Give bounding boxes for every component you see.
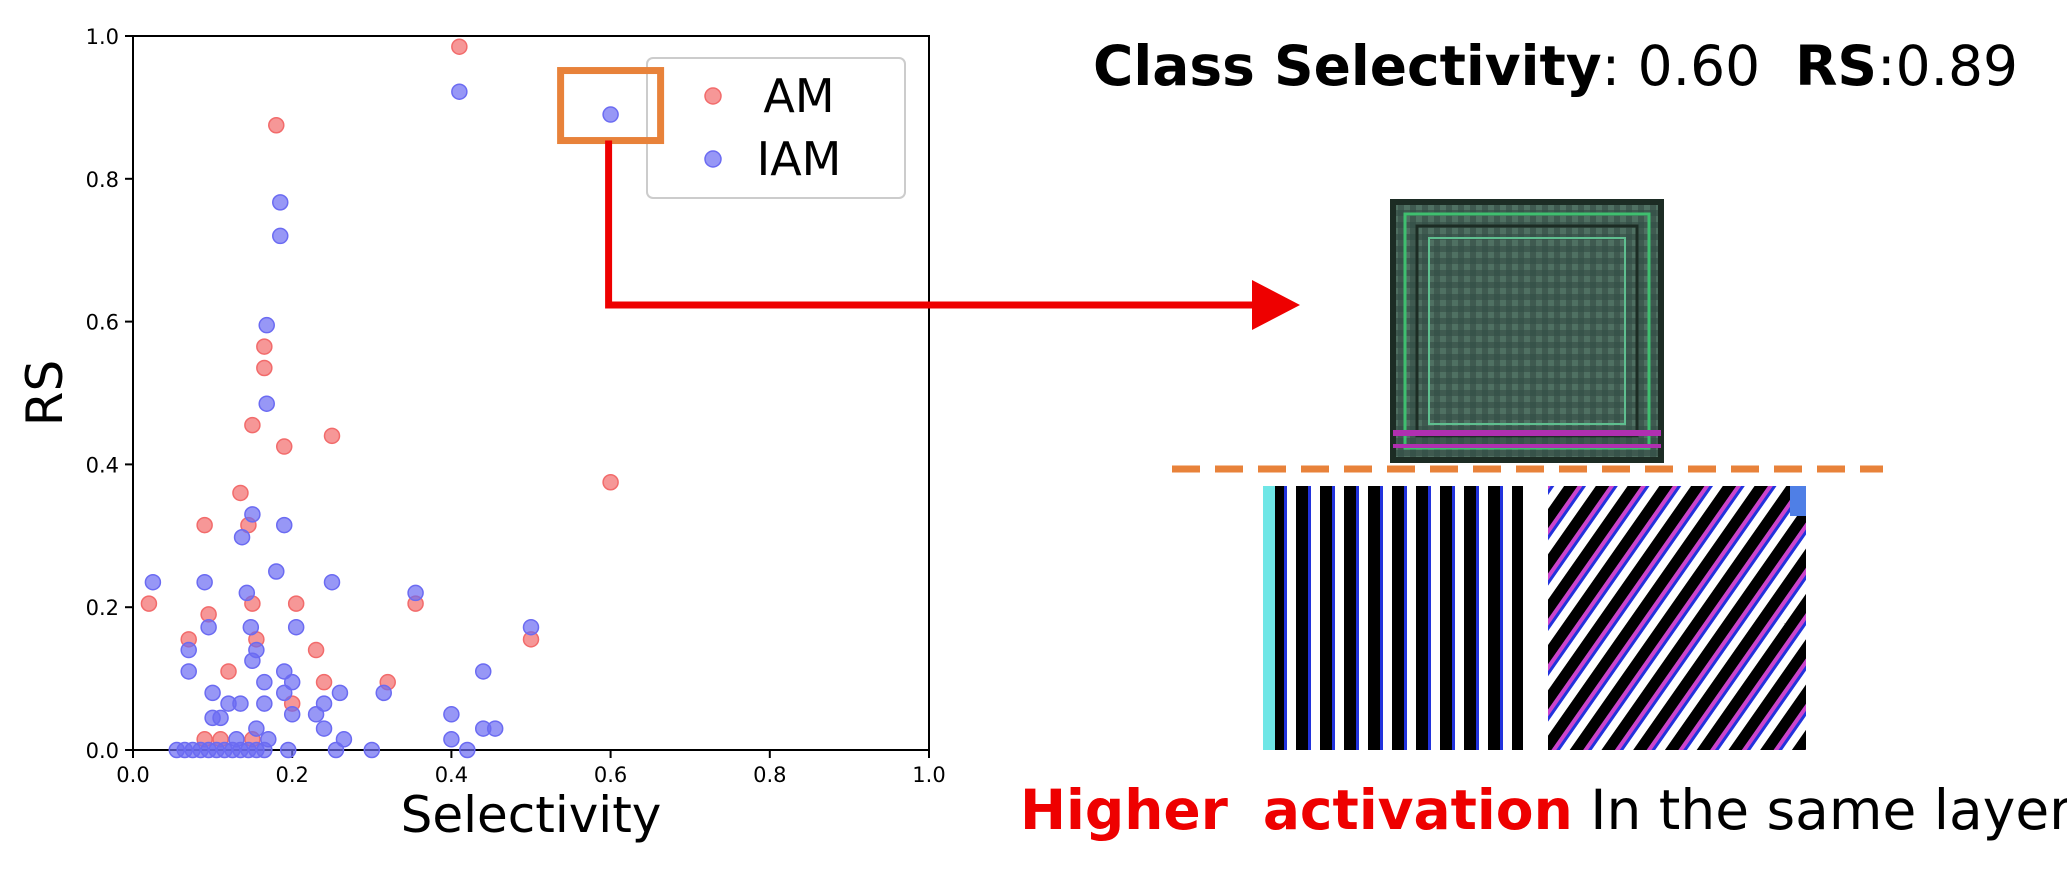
class-selectivity-value: : 0.60 <box>1601 34 1761 98</box>
y-tick-label: 0.0 <box>86 739 119 763</box>
point-iam <box>459 741 476 759</box>
point-iam <box>486 720 504 737</box>
scatter-chart: 0.0 0.2 0.4 0.6 0.8 1.0 0.0 0.2 0.4 0.6 0.8 1.0Sele… <box>16 25 1300 844</box>
y-tick-label: 0.8 <box>86 168 119 192</box>
point-iam <box>443 706 460 723</box>
point-iam <box>180 641 197 659</box>
point-iam <box>279 741 297 759</box>
point-iam <box>180 663 197 680</box>
point-iam <box>196 573 213 591</box>
arrow-head-icon <box>1252 280 1300 330</box>
point-am <box>275 438 293 455</box>
x-tick-label: 0.2 <box>275 763 308 787</box>
point-iam <box>275 516 293 534</box>
point-iam <box>272 227 289 245</box>
point-am <box>307 641 325 659</box>
point-iam <box>375 684 392 702</box>
point-iam <box>212 709 229 727</box>
legend-marker-am <box>704 87 722 105</box>
point-am <box>268 117 285 134</box>
point-iam <box>315 720 333 737</box>
point-iam <box>522 618 540 636</box>
y-axis-label: RS <box>16 360 74 426</box>
y-tick-label: 0.4 <box>86 453 119 477</box>
caption-activation: activation <box>1262 778 1573 842</box>
x-tick-label: 0.4 <box>435 763 468 787</box>
point-iam <box>238 584 256 602</box>
point-iam <box>327 741 345 759</box>
highlight-arrow-line <box>605 140 1255 309</box>
point-am <box>232 484 249 502</box>
y-tick-label: 0.6 <box>86 311 119 335</box>
point-iam <box>256 695 273 712</box>
point-iam <box>451 83 468 100</box>
point-iam <box>323 573 341 591</box>
point-iam <box>363 741 381 759</box>
point-iam <box>331 684 349 702</box>
legend-marker-iam <box>704 150 722 168</box>
point-iam <box>258 395 275 412</box>
headline: Class Selectivity: 0.60 RS:0.89 <box>1093 26 2033 106</box>
x-tick-label: 0.6 <box>594 763 627 787</box>
caption-rest: In the same layer <box>1590 778 2067 842</box>
highlight-box <box>557 67 665 145</box>
x-tick-label: 0.0 <box>116 763 149 787</box>
point-am <box>323 427 341 445</box>
point-iam <box>268 563 285 580</box>
rs-label: RS <box>1795 34 1878 98</box>
point-iam <box>307 706 325 723</box>
x-axis-label: Selectivity <box>401 786 662 844</box>
point-iam <box>232 695 249 712</box>
x-tick-label: 1.0 <box>912 763 945 787</box>
y-tick-label: 0.2 <box>86 596 119 620</box>
top-activation-image <box>1390 199 1664 463</box>
point-iam <box>244 506 261 523</box>
point-am <box>602 474 619 491</box>
point-iam <box>248 720 265 737</box>
rs-value: :0.89 <box>1877 34 2019 98</box>
activation-images <box>1172 199 1883 750</box>
point-iam <box>256 673 273 691</box>
point-iam <box>233 528 251 546</box>
point-am <box>220 663 237 680</box>
point-am <box>140 595 158 612</box>
point-iam <box>283 706 301 723</box>
plot-frame <box>132 35 930 751</box>
point-iam <box>407 584 424 602</box>
point-am <box>315 673 333 691</box>
class-selectivity-label: Class Selectivity <box>1093 34 1602 98</box>
point-am <box>256 359 273 377</box>
point-iam <box>602 106 619 123</box>
legend-label-iam: IAM <box>757 132 842 186</box>
point-iam <box>287 618 305 636</box>
point-iam <box>443 731 460 748</box>
point-iam <box>244 652 261 669</box>
point-iam <box>275 684 293 702</box>
point-iam <box>204 684 221 702</box>
x-tick-label: 0.8 <box>753 763 786 787</box>
legend-label-am: AM <box>763 69 834 123</box>
caption: Higher activation In the same layer <box>1020 770 2067 850</box>
bottom-activation-images <box>1263 486 1806 750</box>
point-am <box>451 38 468 55</box>
point-iam <box>256 741 273 759</box>
y-tick-label: 1.0 <box>86 25 119 49</box>
point-iam <box>272 194 289 211</box>
point-iam <box>200 618 217 636</box>
point-am <box>196 516 213 534</box>
point-iam <box>144 573 162 591</box>
point-iam <box>242 618 260 636</box>
point-am <box>244 416 261 434</box>
point-am <box>287 595 305 612</box>
point-am <box>256 338 273 355</box>
caption-higher: Higher <box>1020 778 1228 842</box>
point-iam <box>474 663 492 680</box>
point-iam <box>258 316 275 334</box>
